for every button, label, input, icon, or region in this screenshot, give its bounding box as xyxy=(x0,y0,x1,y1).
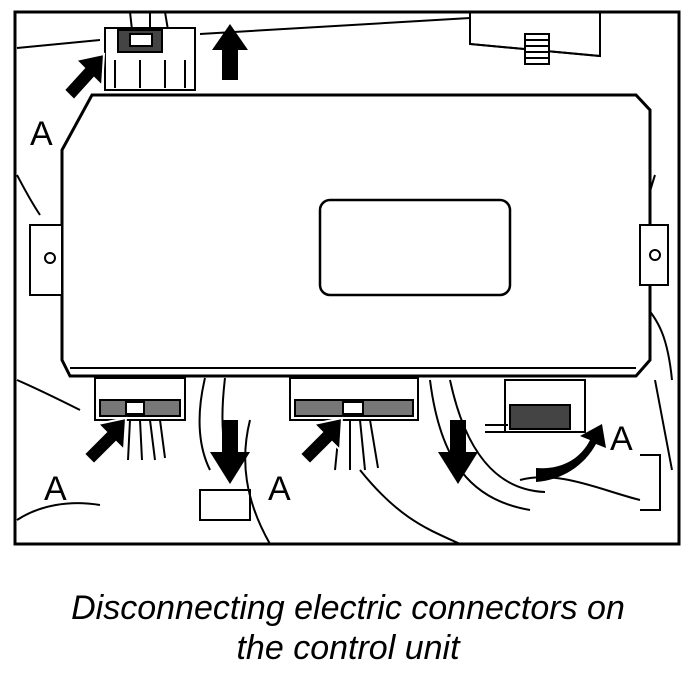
arrow-down-left-icon xyxy=(210,420,250,484)
control-unit-diagram: A A A A xyxy=(13,10,681,546)
arrow-up-icon xyxy=(212,24,248,80)
label-a-top-left: A xyxy=(30,115,53,153)
curved-arrow-icon xyxy=(536,424,606,482)
caption-line-1: Disconnecting electric connectors on xyxy=(71,589,625,627)
arrow-diagonal-top-icon xyxy=(62,52,106,102)
label-a-bottom-right: A xyxy=(610,420,633,458)
left-bracket xyxy=(29,224,63,296)
right-bracket xyxy=(639,224,669,286)
label-a-bottom-left: A xyxy=(44,470,67,508)
bottom-right-connector xyxy=(485,379,586,433)
label-a-bottom-middle: A xyxy=(268,470,291,508)
figure-caption: Disconnecting electric connectors on the… xyxy=(0,588,696,668)
caption-line-2: the control unit xyxy=(236,629,460,667)
bottom-left-connector xyxy=(94,377,186,461)
control-unit-housing xyxy=(60,93,652,378)
bottom-middle-connector xyxy=(289,377,419,471)
top-connector xyxy=(104,11,196,91)
arrow-diagonal-middle-icon xyxy=(298,416,344,466)
arrow-down-middle-icon xyxy=(438,420,478,484)
arrow-diagonal-left-icon xyxy=(82,416,128,466)
background-lines xyxy=(16,12,673,545)
stud-bolt xyxy=(524,33,550,65)
